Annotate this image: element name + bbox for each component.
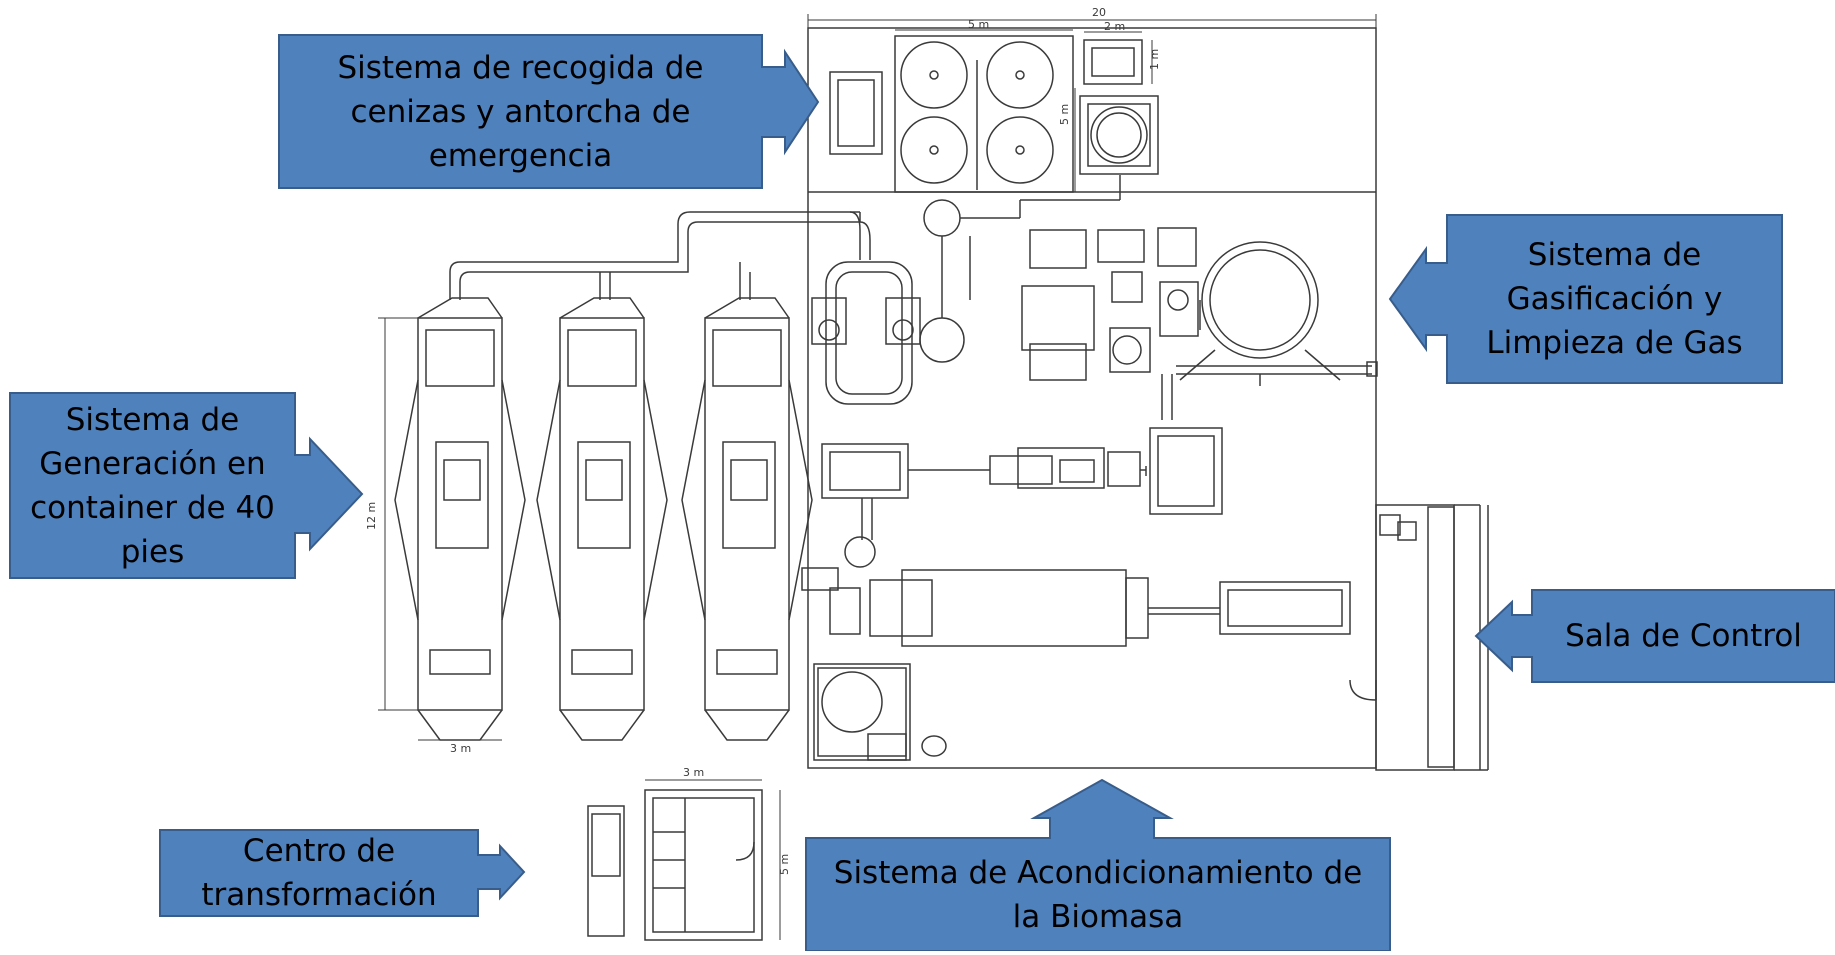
dim-trafo-w: 3 m — [683, 766, 704, 779]
dim-tank-area: 5 m — [968, 18, 989, 31]
dim-container-w: 3 m — [450, 742, 471, 755]
control-room-outline — [1349, 504, 1489, 771]
dim-small-box-h: 1 m — [1148, 49, 1161, 70]
callout-gen — [9, 392, 364, 579]
generator-containers — [378, 297, 813, 741]
transformer-equipment — [587, 779, 781, 941]
generator-container-1 — [394, 297, 526, 741]
dim-container-len: 12 m — [365, 502, 378, 530]
callout-ash — [278, 34, 820, 189]
generator-container-3 — [681, 297, 813, 741]
dim-small-box-w: 2 m — [1104, 20, 1125, 33]
callout-trafo — [159, 829, 526, 917]
callout-biomasa — [805, 778, 1391, 952]
main-building-outline — [807, 14, 1377, 769]
gas-piping — [449, 211, 921, 405]
dim-trafo-h: 5 m — [778, 854, 791, 875]
ash-collection-equipment — [829, 29, 1159, 193]
callout-control — [1474, 589, 1835, 683]
gasification-equipment — [919, 175, 1378, 420]
dim-tank-area-h: 5 m — [1058, 104, 1071, 125]
generator-container-2 — [536, 297, 668, 741]
biomass-equipment — [801, 427, 1351, 761]
callout-gasif — [1388, 214, 1783, 384]
dim-overall: 20 — [1092, 6, 1106, 19]
